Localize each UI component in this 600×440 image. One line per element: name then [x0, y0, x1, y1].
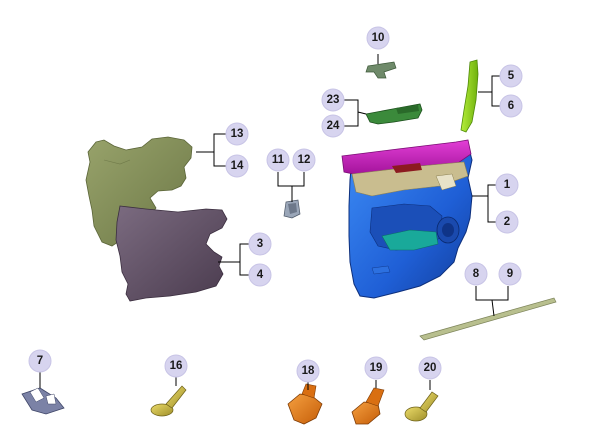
callout-8: 8 [464, 262, 488, 286]
callout-9: 9 [498, 262, 522, 286]
bracket [365, 61, 397, 79]
svg-text:4: 4 [257, 269, 264, 281]
leader-lines [39, 54, 509, 390]
callout-19: 19 [364, 356, 388, 380]
callout-18: 18 [296, 359, 320, 383]
water-shield [115, 205, 228, 302]
retainer-orange-b [351, 387, 385, 425]
switch-bezel [365, 103, 423, 125]
callout-11: 11 [266, 148, 290, 172]
svg-text:7: 7 [37, 355, 43, 367]
svg-text:13: 13 [231, 128, 244, 140]
svg-text:24: 24 [327, 120, 340, 132]
svg-text:18: 18 [302, 365, 315, 377]
svg-text:16: 16 [170, 360, 183, 372]
callout-3: 3 [248, 232, 272, 256]
callout-12: 12 [292, 148, 316, 172]
callout-24: 24 [321, 114, 345, 138]
svg-text:20: 20 [424, 362, 437, 374]
callout-4: 4 [248, 263, 272, 287]
svg-text:19: 19 [370, 362, 383, 374]
trim-molding [460, 59, 479, 133]
insulator-pad [85, 136, 193, 247]
svg-text:11: 11 [272, 154, 285, 166]
callout-14: 14 [225, 154, 249, 178]
svg-text:6: 6 [508, 100, 514, 112]
callout-16: 16 [164, 354, 188, 378]
svg-text:8: 8 [473, 268, 480, 280]
callout-7: 7 [28, 349, 52, 373]
callout-13: 13 [225, 122, 249, 146]
svg-text:1: 1 [504, 179, 511, 191]
svg-text:14: 14 [231, 160, 244, 172]
svg-text:9: 9 [507, 268, 513, 280]
callout-2: 2 [495, 210, 519, 234]
svg-text:23: 23 [327, 94, 340, 106]
callout-23: 23 [321, 88, 345, 112]
push-pin-yellow-b [404, 391, 439, 422]
door-trim-panel [341, 139, 473, 299]
push-pin-yellow [150, 385, 187, 417]
callout-5: 5 [499, 64, 523, 88]
plug [21, 387, 65, 415]
retainer-orange-a [287, 383, 323, 425]
callout-20: 20 [418, 356, 442, 380]
svg-text:2: 2 [504, 216, 510, 228]
callout-10: 10 [366, 26, 390, 50]
sill-strip [419, 297, 557, 341]
svg-text:10: 10 [372, 32, 385, 44]
svg-text:5: 5 [508, 70, 515, 82]
svg-text:3: 3 [257, 238, 263, 250]
svg-text:12: 12 [298, 154, 311, 166]
clip [283, 199, 301, 219]
callout-6: 6 [499, 94, 523, 118]
callout-1: 1 [495, 173, 519, 197]
